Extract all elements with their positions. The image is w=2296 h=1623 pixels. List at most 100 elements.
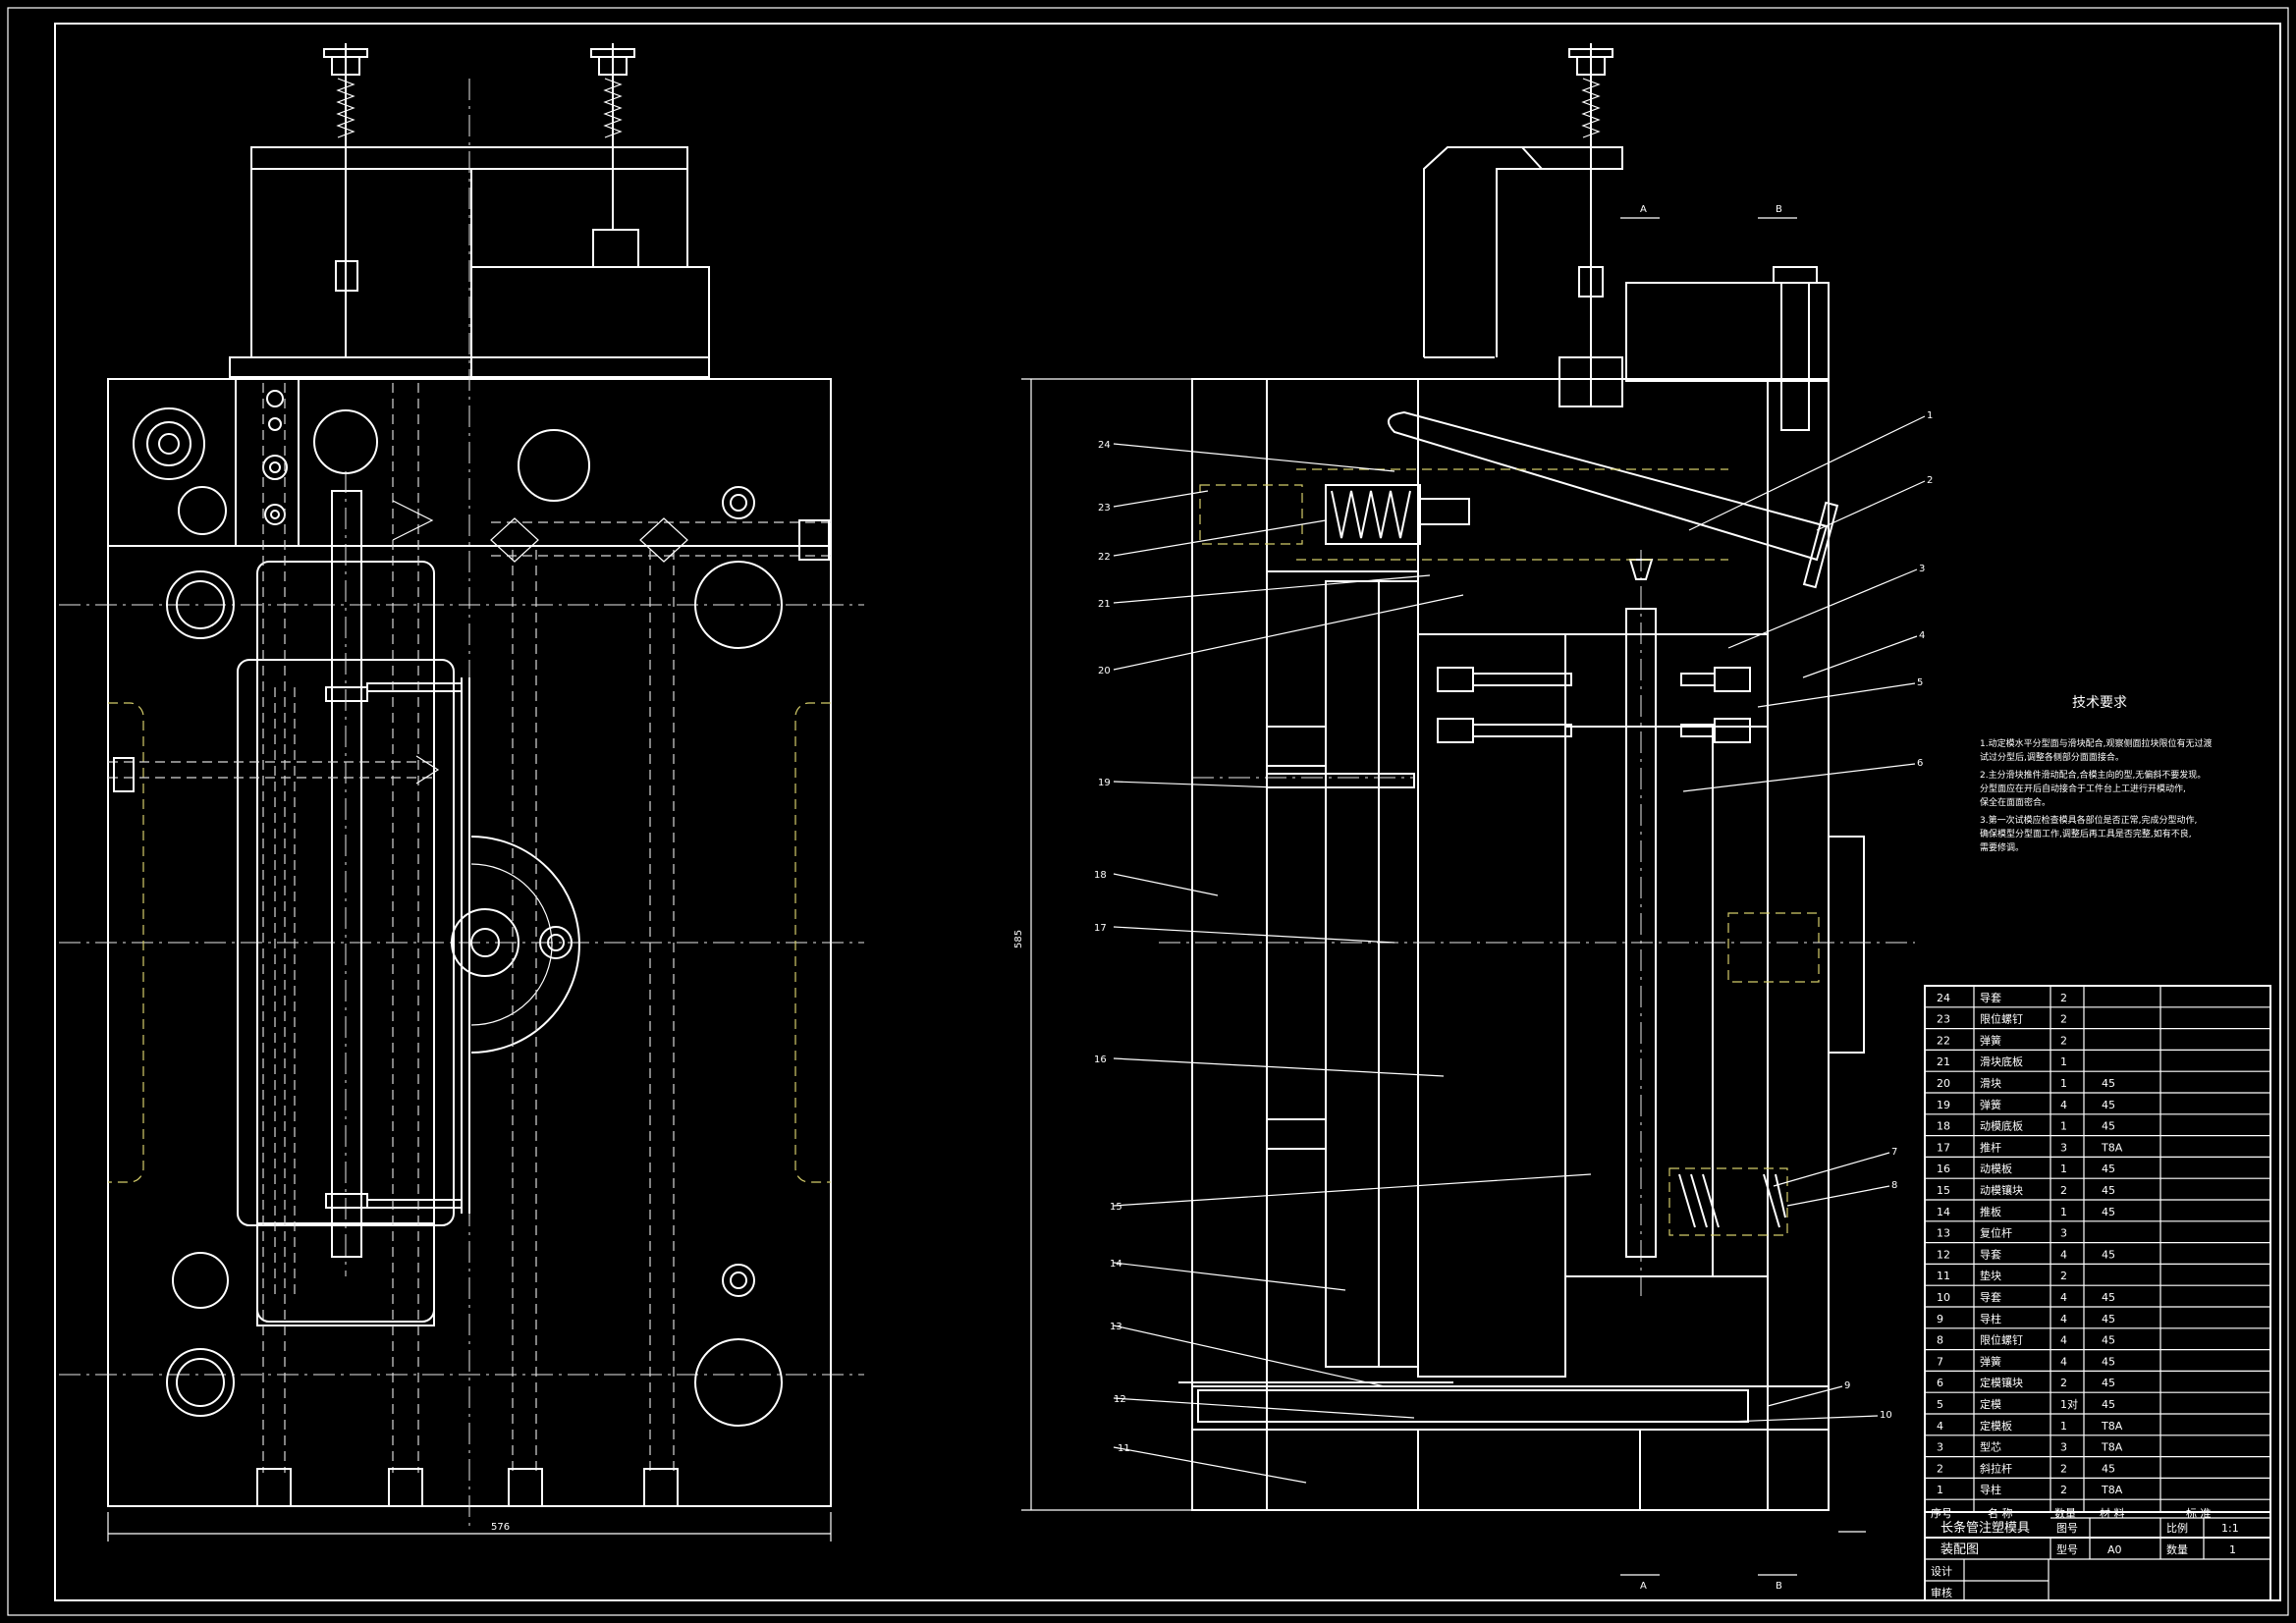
tech-requirements: 技术要求 1.动定模水平分型面与滑块配合,观察侧面拉块限位有无过渡 试过分型后,… xyxy=(1980,695,2212,853)
svg-text:9: 9 xyxy=(1844,1380,1850,1391)
table-cell-no: 16 xyxy=(1937,1163,1950,1175)
table-cell-name: 弹簧 xyxy=(1980,1354,2001,1368)
table-cell-name: 动模镶块 xyxy=(1980,1183,2023,1197)
table-cell-qty: 2 xyxy=(2060,1270,2067,1282)
table-cell-no: 7 xyxy=(1937,1355,1943,1368)
table-cell-name: 滑块 xyxy=(1980,1077,2001,1090)
table-cell-name: 弹簧 xyxy=(1980,1033,2001,1047)
table-cell-qty: 1 xyxy=(2060,1120,2067,1133)
svg-text:23: 23 xyxy=(1098,503,1111,514)
table-cell-no: 11 xyxy=(1937,1270,1950,1282)
table-cell-no: 20 xyxy=(1937,1077,1950,1090)
svg-text:1:1: 1:1 xyxy=(2221,1522,2239,1535)
table-cell-name: 推板 xyxy=(1980,1205,2001,1218)
svg-text:11: 11 xyxy=(1118,1443,1130,1454)
svg-text:8: 8 xyxy=(1891,1180,1897,1191)
height-dimension: 585 xyxy=(1013,930,1024,948)
table-cell-no: 12 xyxy=(1937,1248,1950,1261)
table-cell-no: 10 xyxy=(1937,1291,1950,1304)
table-cell-name: 动模底板 xyxy=(1980,1119,2023,1133)
svg-text:4: 4 xyxy=(1919,630,1925,641)
table-cell-no: 9 xyxy=(1937,1313,1943,1325)
table-cell-mat: 45 xyxy=(2102,1120,2115,1133)
table-cell-no: 19 xyxy=(1937,1099,1950,1111)
tech-title: 技术要求 xyxy=(2072,695,2127,711)
table-cell-no: 4 xyxy=(1937,1420,1943,1433)
table-cell-qty: 2 xyxy=(2060,992,2067,1004)
table-cell-name: 限位螺钉 xyxy=(1980,1333,2023,1347)
svg-text:分型面应在开后自动接合于工件台上工进行开模动作,: 分型面应在开后自动接合于工件台上工进行开模动作, xyxy=(1980,783,2186,794)
table-cell-name: 定模 xyxy=(1980,1397,2001,1411)
table-cell-mat: T8A xyxy=(2101,1420,2123,1433)
table-cell-name: 导套 xyxy=(1980,992,2001,1004)
table-cell-qty: 4 xyxy=(2060,1248,2067,1261)
svg-text:16: 16 xyxy=(1094,1055,1107,1065)
table-cell-mat: T8A xyxy=(2101,1141,2123,1154)
table-cell-qty: 1 xyxy=(2060,1206,2067,1218)
width-dimension: 576 xyxy=(491,1522,510,1533)
svg-text:7: 7 xyxy=(1891,1147,1897,1158)
table-cell-name: 限位螺钉 xyxy=(1980,1012,2023,1026)
outer-border xyxy=(7,7,2289,1616)
table-cell-qty: 2 xyxy=(2060,1484,2067,1496)
table-cell-qty: 4 xyxy=(2060,1334,2067,1347)
svg-text:比例: 比例 xyxy=(2166,1521,2188,1535)
table-cell-mat: 45 xyxy=(2102,1184,2115,1197)
table-cell-qty: 3 xyxy=(2060,1441,2067,1454)
table-cell-qty: 2 xyxy=(2060,1034,2067,1047)
table-cell-name: 定模镶块 xyxy=(1980,1376,2023,1389)
table-cell-mat: 45 xyxy=(2102,1313,2115,1325)
section-mark-b-top: B xyxy=(1776,204,1782,215)
title-main: 长条管注塑模具 xyxy=(1941,1520,2030,1536)
leader-numbers-right: 1 2 3 4 5 6 7 8 9 10 xyxy=(1844,410,1933,1421)
table-cell-mat: 45 xyxy=(2102,1291,2115,1304)
table-cell-no: 21 xyxy=(1937,1055,1950,1068)
table-cell-mat: 45 xyxy=(2102,1462,2115,1475)
table-cell-name: 斜拉杆 xyxy=(1980,1461,2012,1475)
table-cell-name: 导套 xyxy=(1980,1248,2001,1261)
svg-text:1: 1 xyxy=(2229,1543,2236,1556)
table-cell-mat: T8A xyxy=(2101,1441,2123,1454)
table-cell-name: 型芯 xyxy=(1980,1440,2001,1454)
section-mark-a-top: A xyxy=(1640,204,1647,215)
table-cell-mat: 45 xyxy=(2102,1355,2115,1368)
svg-text:2.主分滑块推件滑动配合,合模主向的型,无偏斜不要发现。: 2.主分滑块推件滑动配合,合模主向的型,无偏斜不要发现。 xyxy=(1980,769,2206,781)
table-cell-no: 22 xyxy=(1937,1034,1950,1047)
svg-text:A0: A0 xyxy=(2107,1543,2122,1556)
table-cell-qty: 1 xyxy=(2060,1420,2067,1433)
table-cell-mat: 45 xyxy=(2102,1398,2115,1411)
table-cell-mat: T8A xyxy=(2101,1484,2123,1496)
table-cell-qty: 2 xyxy=(2060,1184,2067,1197)
section-mark-b-bottom: B xyxy=(1776,1581,1782,1592)
table-cell-name: 导柱 xyxy=(1980,1483,2001,1496)
table-cell-name: 垫块 xyxy=(1980,1269,2001,1282)
svg-text:图号: 图号 xyxy=(2056,1522,2078,1535)
table-cell-no: 17 xyxy=(1937,1141,1950,1154)
table-cell-mat: 45 xyxy=(2102,1099,2115,1111)
table-cell-mat: 45 xyxy=(2102,1206,2115,1218)
table-cell-mat: 45 xyxy=(2102,1377,2115,1389)
svg-text:6: 6 xyxy=(1917,758,1923,769)
svg-text:14: 14 xyxy=(1110,1259,1122,1270)
svg-text:22: 22 xyxy=(1098,552,1111,563)
table-cell-qty: 1 xyxy=(2060,1163,2067,1175)
svg-text:13: 13 xyxy=(1110,1322,1122,1332)
svg-text:1: 1 xyxy=(1927,410,1933,421)
svg-text:24: 24 xyxy=(1098,440,1111,451)
table-cell-qty: 4 xyxy=(2060,1313,2067,1325)
svg-text:10: 10 xyxy=(1880,1410,1892,1421)
svg-text:21: 21 xyxy=(1098,599,1111,610)
table-cell-mat: 45 xyxy=(2102,1334,2115,1347)
svg-text:需要修调。: 需要修调。 xyxy=(1980,841,2024,853)
svg-text:19: 19 xyxy=(1098,778,1111,788)
table-cell-name: 导套 xyxy=(1980,1291,2001,1304)
table-cell-mat: 45 xyxy=(2102,1163,2115,1175)
table-cell-no: 5 xyxy=(1937,1398,1943,1411)
svg-text:设计: 设计 xyxy=(1931,1565,1952,1578)
table-cell-qty: 4 xyxy=(2060,1099,2067,1111)
table-cell-no: 13 xyxy=(1937,1227,1950,1240)
plan-view: 576 xyxy=(59,43,864,1542)
leader-lines xyxy=(1113,415,1926,1484)
